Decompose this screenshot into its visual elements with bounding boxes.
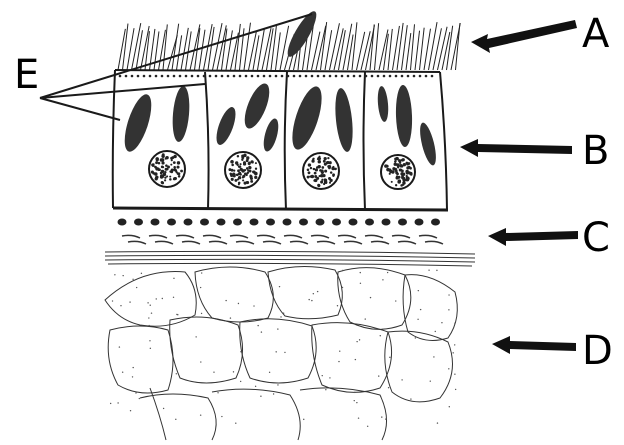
basal-body-dots <box>119 75 434 78</box>
basement-membrane-layer <box>118 219 444 245</box>
arrow-left-icon-b <box>460 139 572 157</box>
label-a: A <box>582 14 609 54</box>
polygonal-tissue-layer <box>105 266 457 440</box>
arrow-left-icon-d <box>492 336 576 354</box>
label-e: E <box>14 55 39 95</box>
cell-nuclei <box>149 151 415 189</box>
arrow-left-icon-a <box>471 20 577 53</box>
connective-lines <box>105 251 475 266</box>
tissue-stipple <box>110 269 456 427</box>
label-b: B <box>582 131 609 171</box>
arrow-left-icon-c <box>488 228 578 246</box>
label-d: D <box>582 331 613 371</box>
label-c: C <box>582 218 610 258</box>
nuclei-stipple <box>151 153 413 187</box>
